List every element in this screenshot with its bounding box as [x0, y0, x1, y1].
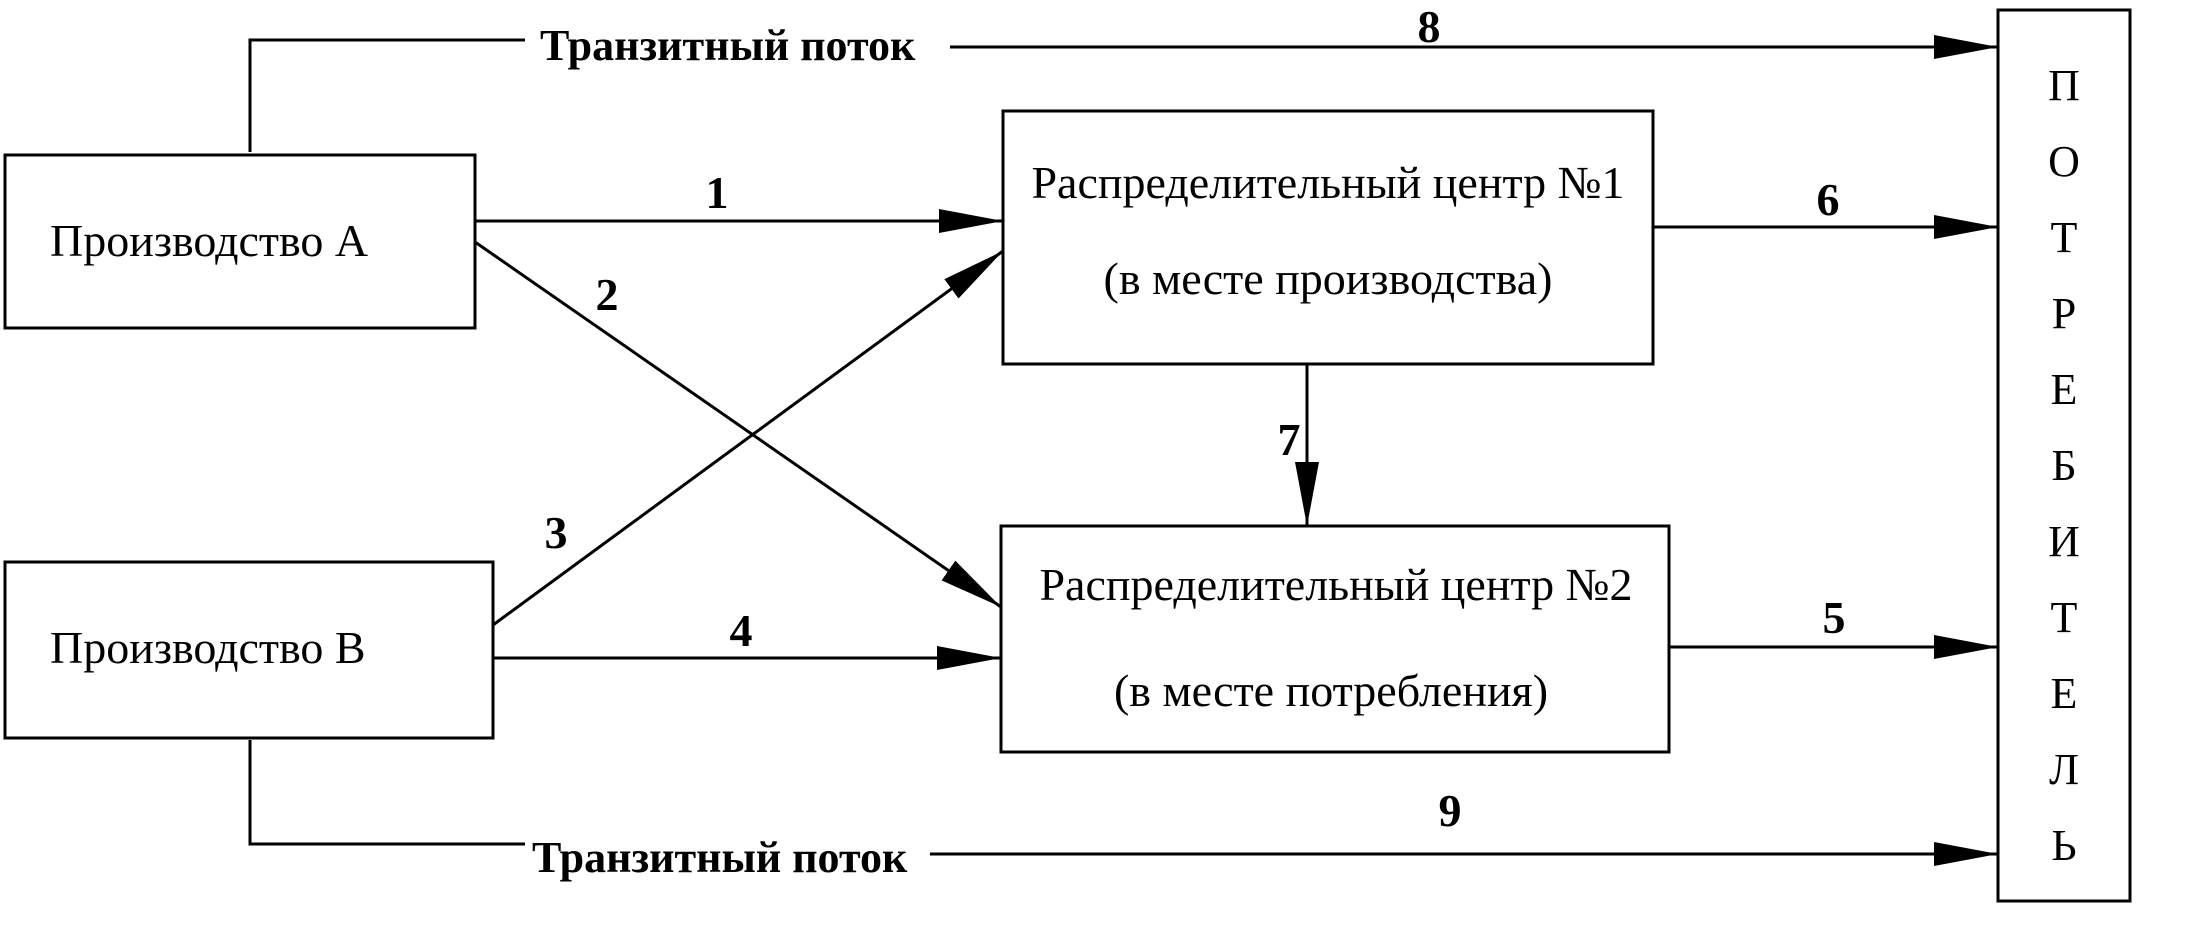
flow-5-label: 5: [1823, 592, 1846, 643]
flow-9-label: 9: [1439, 785, 1462, 836]
dc1-box: [1001, 109, 1655, 366]
consumer-letter: Е: [2051, 365, 2078, 414]
consumer-letter: Р: [2052, 289, 2076, 338]
production-a-label: Производство А: [50, 215, 368, 266]
flow-2-arrow: [474, 240, 1002, 609]
flow-4-label: 4: [730, 605, 753, 656]
dc2-title: Распределительный центр №2: [1039, 559, 1632, 610]
flow-1-label: 1: [706, 167, 729, 218]
consumer-letter: Т: [2051, 593, 2078, 642]
consumer-box: [1996, 8, 2132, 903]
consumer-letter: Ь: [2051, 821, 2076, 870]
dc1-title: Распределительный центр №1: [1031, 157, 1624, 208]
production-b-box: [3, 560, 495, 740]
consumer-letter: О: [2048, 137, 2080, 186]
consumer-letter: Б: [2051, 441, 2076, 490]
flow-3-label: 3: [545, 507, 568, 558]
consumer-letter: Т: [2051, 213, 2078, 262]
transit-bottom-connector: [248, 740, 525, 846]
flow-7-label: 7: [1278, 414, 1301, 465]
dc1-subtitle: (в месте производства): [1104, 253, 1553, 304]
consumer-letter: Л: [2049, 745, 2079, 794]
consumer-letter: И: [2048, 517, 2080, 566]
production-b-label: Производство В: [50, 622, 366, 673]
flow-6-label: 6: [1817, 174, 1840, 225]
production-a-box: [3, 153, 477, 330]
consumer-letter: Е: [2051, 669, 2078, 718]
consumer-letter: П: [2048, 61, 2080, 110]
dc2-subtitle: (в месте потребления): [1114, 665, 1548, 716]
flow-8-label: 8: [1418, 1, 1441, 52]
flow-2-label: 2: [596, 269, 619, 320]
transit-top-connector: [248, 38, 525, 152]
transit-bottom-label: Транзитный поток: [532, 833, 908, 882]
flow-3-arrow: [492, 249, 1004, 627]
transit-top-label: Транзитный поток: [540, 21, 916, 70]
dc2-box: [999, 524, 1671, 754]
